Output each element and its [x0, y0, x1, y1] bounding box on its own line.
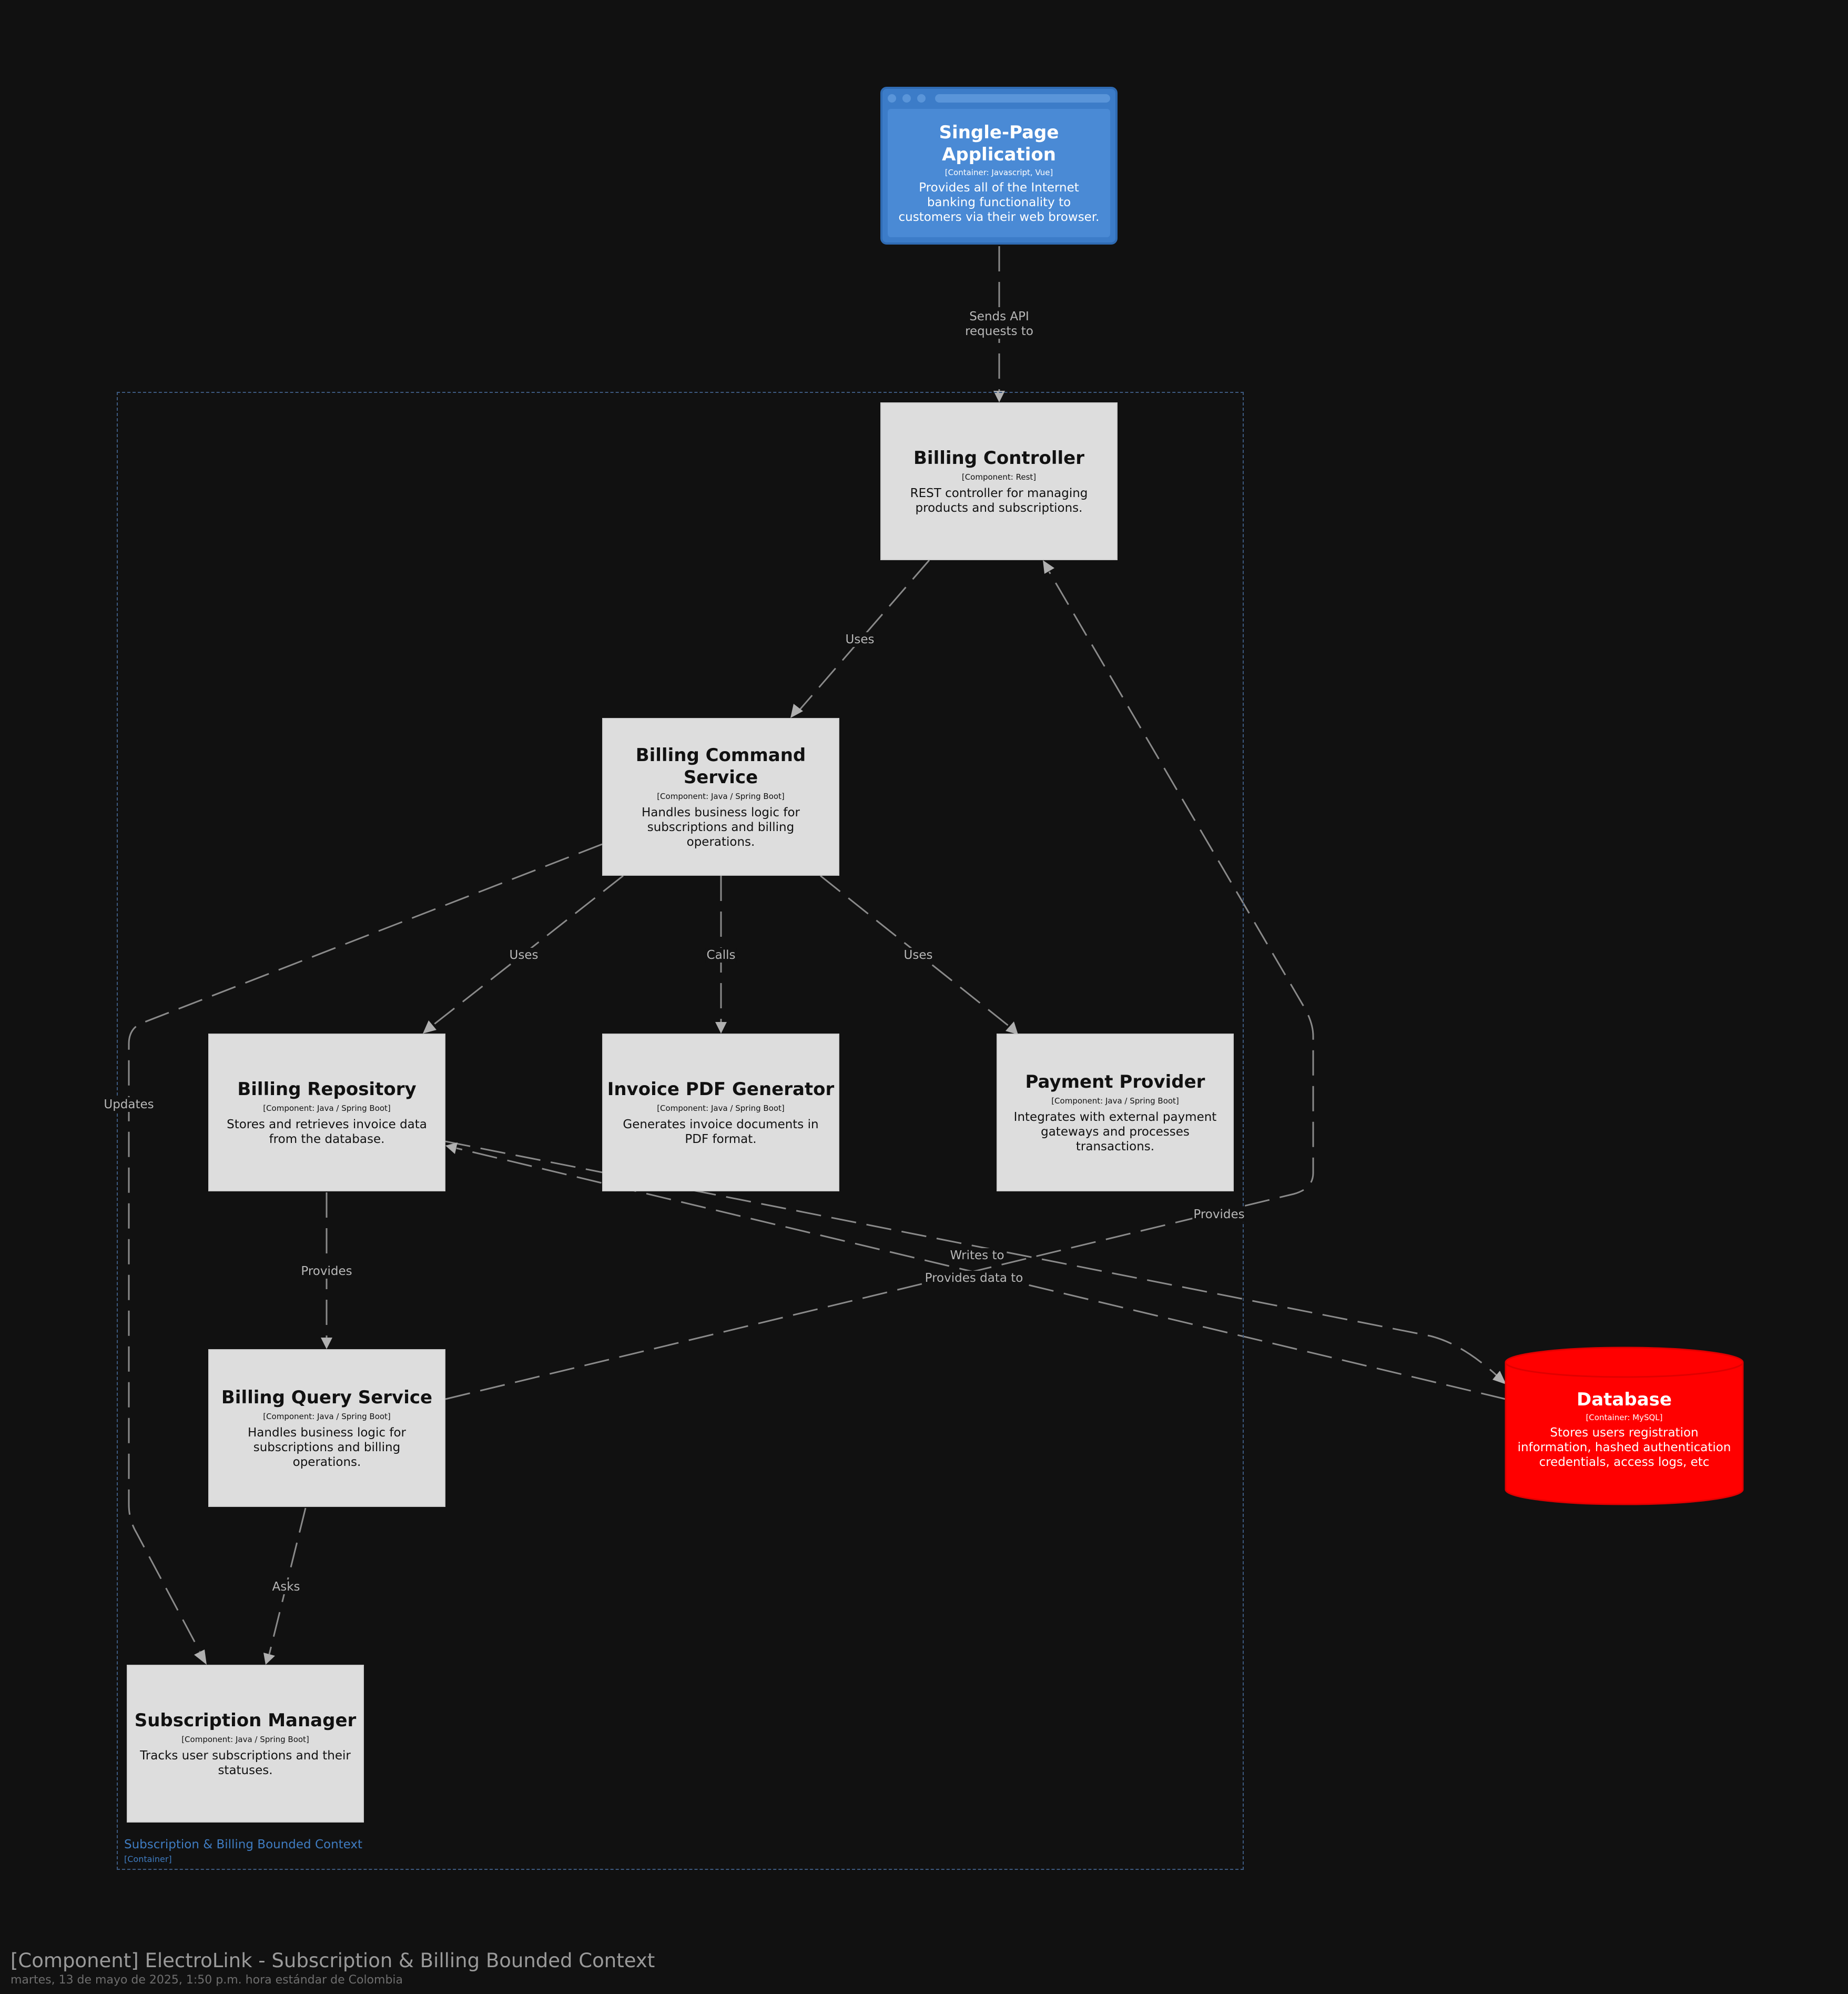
browser-dot-icon [888, 94, 896, 103]
node-desc: Provides all of the Internet banking fun… [898, 181, 1100, 224]
browser-dot-icon [917, 94, 926, 103]
spa-container-node[interactable]: Single-Page Application [Container: Java… [880, 87, 1118, 245]
boundary-name: Subscription & Billing Bounded Context [124, 1838, 363, 1851]
browser-url-bar [935, 94, 1110, 103]
database-cylinder-icon[interactable] [1505, 1347, 1744, 1510]
node-desc: Stores users registration information, h… [1517, 1426, 1731, 1469]
billing-controller-node[interactable]: Billing Controller [Component: Rest] RES… [880, 402, 1118, 560]
edge-label-provides: Provides [300, 1264, 353, 1279]
arrowhead [263, 1653, 275, 1665]
edge-provides-controller [445, 571, 1314, 1400]
node-name: Subscription Manager [134, 1710, 357, 1731]
arrowhead [445, 1142, 458, 1154]
boundary-type: [Container] [124, 1854, 172, 1864]
billing-repository-node[interactable]: Billing Repository [Component: Java / Sp… [208, 1034, 445, 1191]
node-name: Billing Controller [913, 448, 1084, 469]
bounded-context-boundary [117, 392, 1244, 1870]
browser-dot-icon [902, 94, 911, 103]
arrowhead [1043, 560, 1054, 574]
edge-label-writes-to: Writes to [949, 1248, 1006, 1263]
edge-label-uses: Uses [508, 948, 540, 963]
edge-uses-command [798, 560, 930, 711]
subscription-manager-node[interactable]: Subscription Manager [Component: Java / … [127, 1665, 364, 1823]
node-name: Billing Query Service [221, 1387, 433, 1408]
node-desc: Handles business logic for subscriptions… [642, 806, 800, 849]
edge-updates [128, 843, 603, 1652]
node-tech: [Component: Java / Spring Boot] [263, 1412, 391, 1421]
browser-bar [882, 89, 1115, 107]
edge-label-provides: Provides [1192, 1207, 1246, 1222]
payment-provider-node[interactable]: Payment Provider [Component: Java / Spri… [997, 1034, 1234, 1191]
node-tech: [Component: Java / Spring Boot] [181, 1735, 309, 1744]
node-desc: Generates invoice documents in PDF forma… [623, 1118, 819, 1146]
edge-writes-to [445, 1140, 1498, 1376]
node-name: Single-Page Application [939, 122, 1059, 165]
node-desc: Stores and retrieves invoice data from t… [227, 1118, 427, 1146]
node-desc: Integrates with external payment gateway… [1013, 1110, 1217, 1153]
invoice-pdf-generator-node[interactable]: Invoice PDF Generator [Component: Java /… [602, 1034, 839, 1191]
node-tech: [Container: MySQL] [1586, 1413, 1663, 1422]
edge-label-sends-api: Sends API requests to [964, 309, 1034, 339]
arrowhead [715, 1022, 727, 1034]
node-tech: [Component: Rest] [961, 472, 1037, 482]
arrowhead [1492, 1371, 1506, 1384]
node-name: Database [1577, 1389, 1672, 1410]
node-desc: Handles business logic for subscriptions… [248, 1426, 406, 1469]
node-desc: REST controller for managing products an… [910, 487, 1088, 515]
edge-label-uses: Uses [844, 632, 876, 647]
node-tech: [Component: Java / Spring Boot] [657, 1104, 785, 1113]
node-tech: [Component: Java / Spring Boot] [1051, 1096, 1179, 1106]
edge-label-asks: Asks [271, 1580, 301, 1594]
arrowhead [423, 1020, 436, 1034]
arrowhead [194, 1649, 207, 1665]
diagram-subtitle: martes, 13 de mayo de 2025, 1:50 p.m. ho… [11, 1973, 403, 1987]
arrowhead [993, 391, 1005, 402]
node-name: Billing Command Service [635, 745, 806, 788]
edge-label-provides-data-to: Provides data to [923, 1271, 1024, 1286]
node-tech: [Container: Javascript, Vue] [945, 168, 1053, 177]
node-name: Invoice PDF Generator [607, 1079, 835, 1100]
edge-label-updates: Updates [103, 1097, 155, 1112]
billing-command-service-node[interactable]: Billing Command Service [Component: Java… [602, 718, 839, 876]
edge-label-calls: Calls [705, 948, 737, 963]
database-node: Database [Container: MySQL] Stores users… [1506, 1389, 1743, 1494]
node-tech: [Component: Java / Spring Boot] [263, 1104, 391, 1113]
node-name: Payment Provider [1025, 1071, 1205, 1092]
edge-label-uses: Uses [902, 948, 934, 963]
arrowhead [321, 1338, 332, 1349]
node-tech: [Component: Java / Spring Boot] [657, 792, 785, 801]
arrowhead [1006, 1021, 1018, 1035]
arrowhead [790, 704, 803, 718]
node-desc: Tracks user subscriptions and their stat… [140, 1749, 351, 1777]
node-name: Billing Repository [237, 1079, 417, 1100]
diagram-title: [Component] ElectroLink - Subscription &… [11, 1949, 655, 1972]
billing-query-service-node[interactable]: Billing Query Service [Component: Java /… [208, 1349, 445, 1507]
